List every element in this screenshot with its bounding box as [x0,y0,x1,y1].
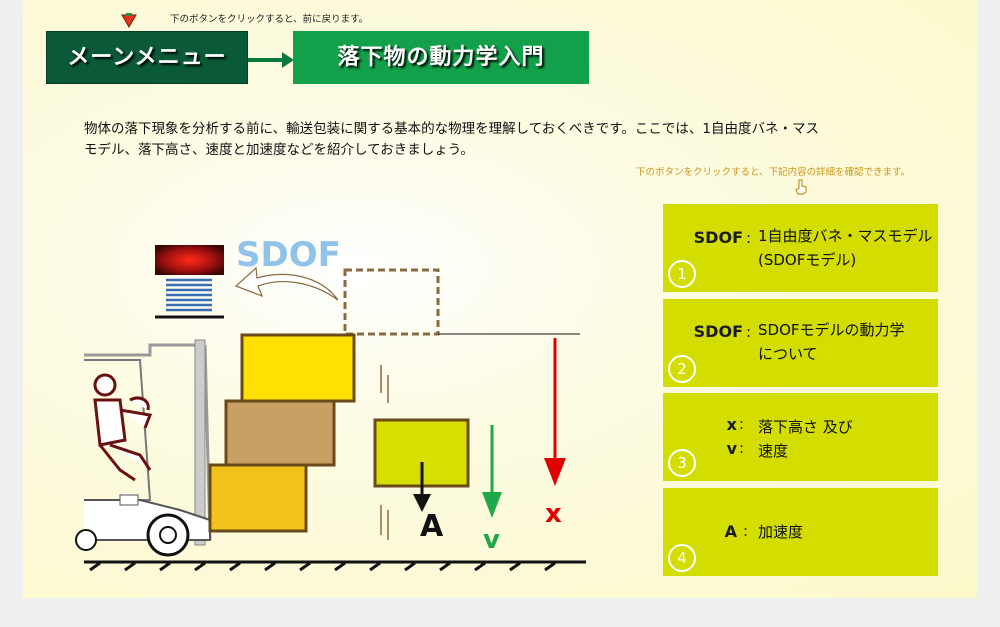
card-text-1: 加速度 [758,523,804,541]
velocity-label: v [483,525,500,555]
card-colon: : [746,229,752,247]
card-colon: : [746,323,752,341]
card-text-1: 落下高さ 及び [758,418,853,436]
card-colon: : [739,439,745,457]
arrow-right-icon [248,52,294,68]
card-text-1: SDOFモデルの動力学 [758,321,905,339]
drop-start-box [343,268,440,336]
card-number-badge: 4 [668,544,696,572]
card-sdof-dynamics[interactable]: SDOF : SDOFモデルの動力学 について 2 [663,299,938,387]
intro-paragraph: 物体の落下現象を分析する前に、輸送包装に関する基本的な物理を理解しておくべきです… [84,119,924,161]
card-text-2: (SDOFモデル) [758,251,857,269]
card-colon: : [743,522,749,540]
card-number-badge: 2 [668,355,696,383]
card-number-badge: 3 [668,449,696,477]
drop-illustration: SDOF A v x [75,235,586,572]
card-text-1: 1自由度バネ・マスモデル [758,227,933,245]
card-text-2: 速度 [758,442,789,460]
intro-line-2: モデル、落下高さ、速度と加速度などを紹介しておきましょう。 [84,142,474,158]
acceleration-label: A [420,509,444,544]
sdof-label: SDOF [236,235,341,275]
card-text-2: について [758,345,818,363]
card-key: SDOF [693,322,743,341]
card-key: SDOF [693,228,743,247]
curved-arrow-icon [234,266,339,301]
box-middle [224,399,336,467]
detail-hint-text: 下のボタンをクリックすると、下記内容の詳細を確認できます。 [636,167,911,178]
card-sdof-model[interactable]: SDOF : 1自由度バネ・マスモデル (SDOFモデル) 1 [663,204,938,292]
card-number-badge: 1 [668,260,696,288]
intro-line-1: 物体の落下現象を分析する前に、輸送包装に関する基本的な物理を理解しておくべきです… [84,121,820,137]
card-key-height: x [726,415,737,434]
ground [84,560,586,572]
card-key: A [724,522,737,541]
back-hint-text: 下のボタンをクリックすると、前に戻ります。 [170,14,369,25]
pointing-hand-icon [795,179,807,195]
spring-mass-icon [155,245,224,319]
card-height-velocity[interactable]: x : v : 落下高さ 及び 速度 3 [663,393,938,481]
height-label: x [545,499,562,529]
page-title: 落下物の動力学入門 [293,31,589,84]
main-menu-button[interactable]: メーンメニュー [46,31,248,84]
card-colon: : [739,415,745,433]
card-key-velocity: v [726,439,737,458]
box-bottom [208,463,308,533]
box-top [240,333,356,403]
forklift-icon [75,339,212,557]
back-arrow-icon [121,13,137,28]
card-acceleration[interactable]: A : 加速度 4 [663,488,938,576]
